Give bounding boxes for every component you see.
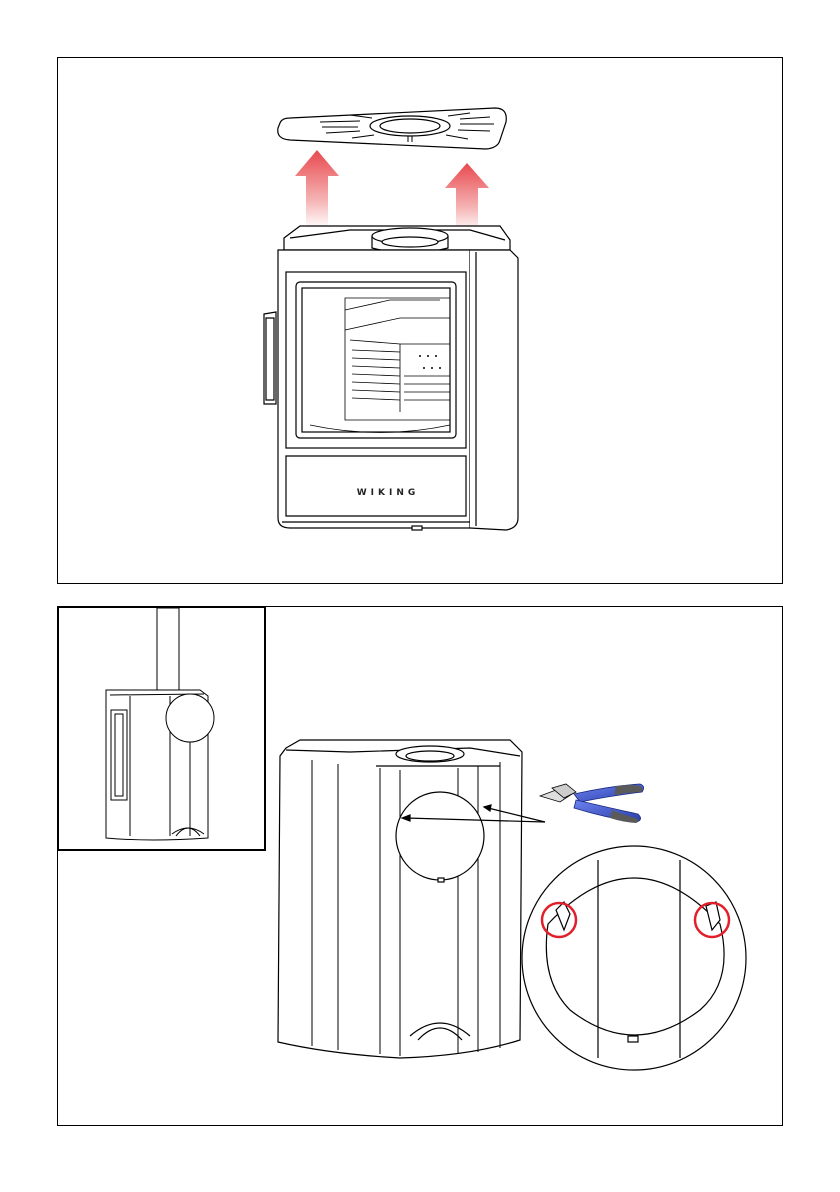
brand-label: WIKING xyxy=(349,488,427,498)
inset-detail-frame xyxy=(57,606,266,851)
detail-zoom xyxy=(522,846,746,1070)
stove-front xyxy=(264,226,518,530)
top-plate xyxy=(278,108,507,149)
pliers-icon xyxy=(540,784,644,823)
stove-rear xyxy=(278,740,522,1058)
up-arrow-icon xyxy=(445,163,489,232)
up-arrow-icon xyxy=(295,150,339,228)
